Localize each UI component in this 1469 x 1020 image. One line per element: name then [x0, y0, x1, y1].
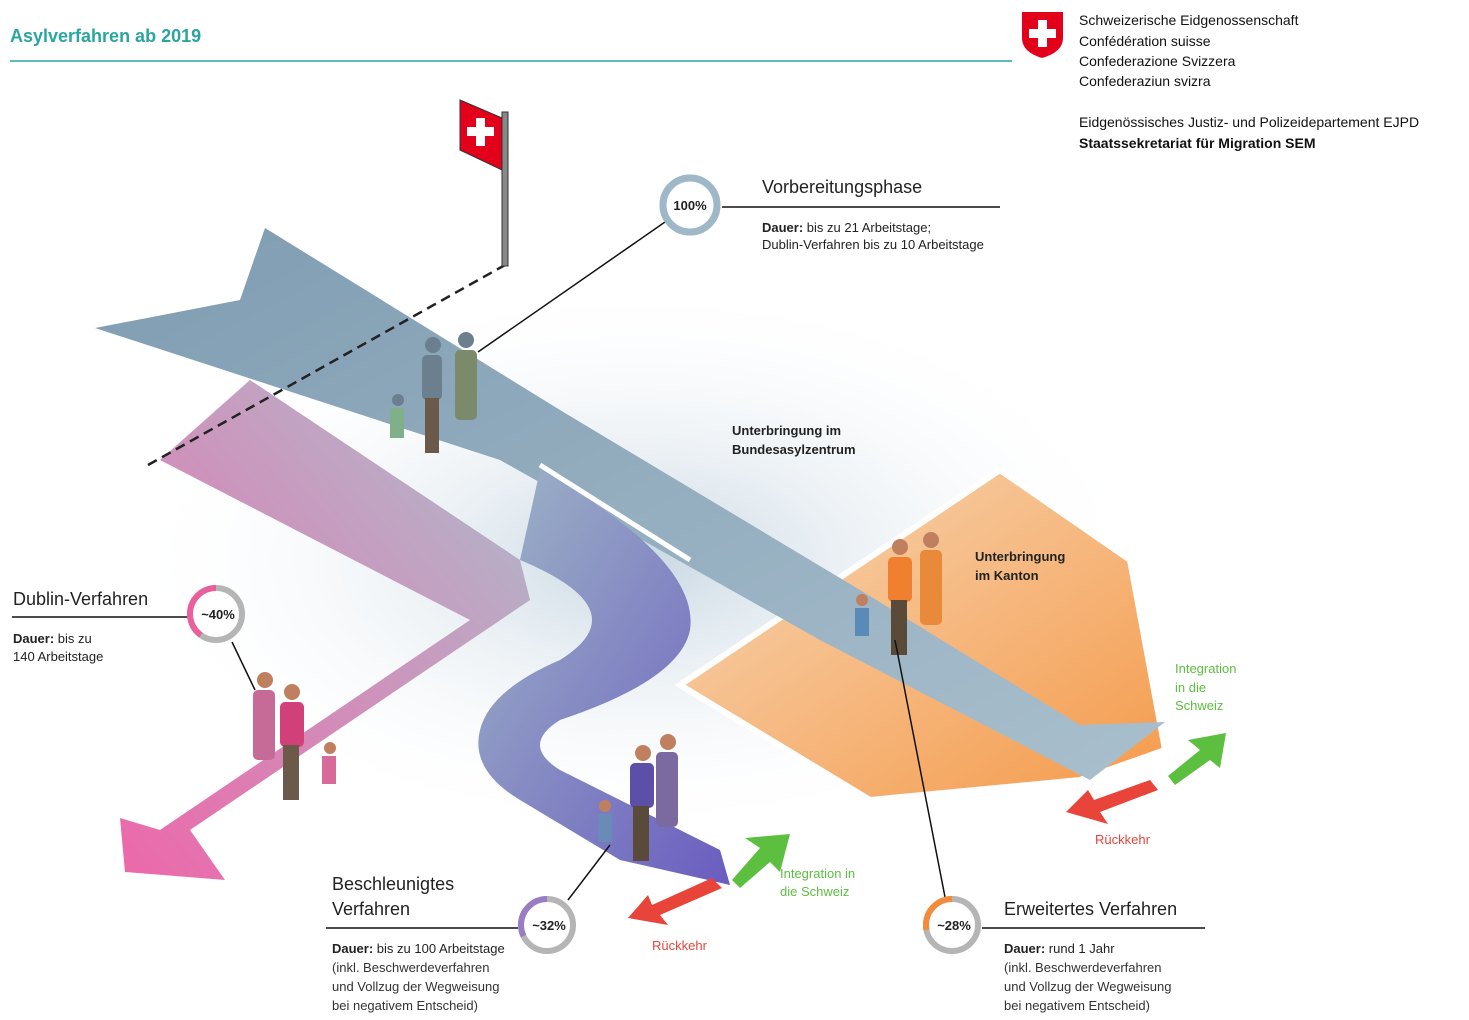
ring-accelerated: ~32%: [518, 896, 576, 954]
return-label-extended: Rückkehr: [1095, 832, 1151, 847]
accelerated-title-1: Beschleunigtes: [332, 874, 454, 894]
ring-dublin: ~40%: [187, 585, 245, 643]
ring-extended: ~28%: [923, 896, 981, 954]
extended-duration: Dauer: rund 1 Jahr: [1004, 941, 1115, 956]
integration-arrow-accelerated: [732, 834, 790, 888]
dublin-duration: Dauer: bis zu: [13, 631, 92, 646]
connector-extended: [894, 639, 946, 898]
accelerated-duration: Dauer: bis zu 100 Arbeitstage: [332, 941, 505, 956]
percent-accelerated: ~32%: [532, 918, 566, 933]
border-line: [147, 263, 506, 467]
canton-label-2: im Kanton: [975, 568, 1039, 583]
extended-note-2: und Vollzug der Wegweisung: [1004, 979, 1171, 994]
canton-label-1: Unterbringung: [975, 549, 1065, 564]
family-figures-canton: [855, 532, 942, 655]
return-arrow-extended: [1066, 780, 1158, 824]
org-name-it: Confederazione Svizzera: [1079, 53, 1236, 69]
federal-center-label-2: Bundesasylzentrum: [732, 442, 856, 457]
preparation-title: Vorbereitungsphase: [762, 177, 922, 197]
connector-accelerated: [567, 844, 611, 901]
accelerated-note-3: bei negativem Entscheid): [332, 998, 478, 1013]
preparation-note: Dublin-Verfahren bis zu 10 Arbeitstage: [762, 237, 984, 252]
connector-dublin: [231, 641, 256, 691]
department-name: Eidgenössisches Justiz- und Polizeidepar…: [1079, 114, 1419, 130]
org-name-fr: Confédération suisse: [1079, 33, 1211, 49]
accelerated-title-2: Verfahren: [332, 899, 410, 919]
family-figures-dublin: [253, 672, 336, 800]
extended-note-3: bei negativem Entscheid): [1004, 998, 1150, 1013]
percent-preparation: 100%: [673, 198, 707, 213]
federal-center-label-1: Unterbringung im: [732, 423, 841, 438]
return-arrow-accelerated: [628, 878, 722, 925]
ring-preparation: 100%: [659, 174, 721, 236]
integration-label-extended-2: in die: [1175, 680, 1206, 695]
swiss-flag-icon: [459, 99, 509, 267]
integration-label-accelerated-2: die Schweiz: [780, 884, 849, 899]
preparation-duration: Dauer: bis zu 21 Arbeitstage;: [762, 220, 931, 235]
connector-preparation: [477, 221, 666, 353]
page-title: Asylverfahren ab 2019: [10, 26, 201, 46]
integration-label-extended-1: Integration: [1175, 661, 1236, 676]
accelerated-branch-arrow: [478, 470, 730, 885]
accelerated-note-1: (inkl. Beschwerdeverfahren: [332, 960, 490, 975]
extended-note-1: (inkl. Beschwerdeverfahren: [1004, 960, 1162, 975]
dublin-branch-arrow: [120, 380, 530, 880]
integration-label-extended-3: Schweiz: [1175, 698, 1223, 713]
org-name-de: Schweizerische Eidgenossenschaft: [1079, 12, 1299, 28]
dublin-duration-days: 140 Arbeitstage: [13, 649, 103, 664]
integration-arrow-extended: [1168, 733, 1226, 785]
office-name: Staatssekretariat für Migration SEM: [1079, 135, 1316, 151]
dublin-title: Dublin-Verfahren: [13, 589, 148, 609]
accelerated-note-2: und Vollzug der Wegweisung: [332, 979, 499, 994]
integration-label-accelerated-1: Integration in: [780, 866, 855, 881]
return-label-accelerated: Rückkehr: [652, 938, 708, 953]
percent-dublin: ~40%: [201, 607, 235, 622]
extended-title: Erweitertes Verfahren: [1004, 899, 1177, 919]
org-name-rm: Confederaziun svizra: [1079, 73, 1211, 89]
family-figures-accelerated: [598, 734, 678, 861]
family-figures-entry: [390, 332, 477, 453]
road-divider: [538, 462, 692, 563]
swiss-coat-of-arms-icon: [1022, 12, 1063, 58]
percent-extended: ~28%: [937, 918, 971, 933]
